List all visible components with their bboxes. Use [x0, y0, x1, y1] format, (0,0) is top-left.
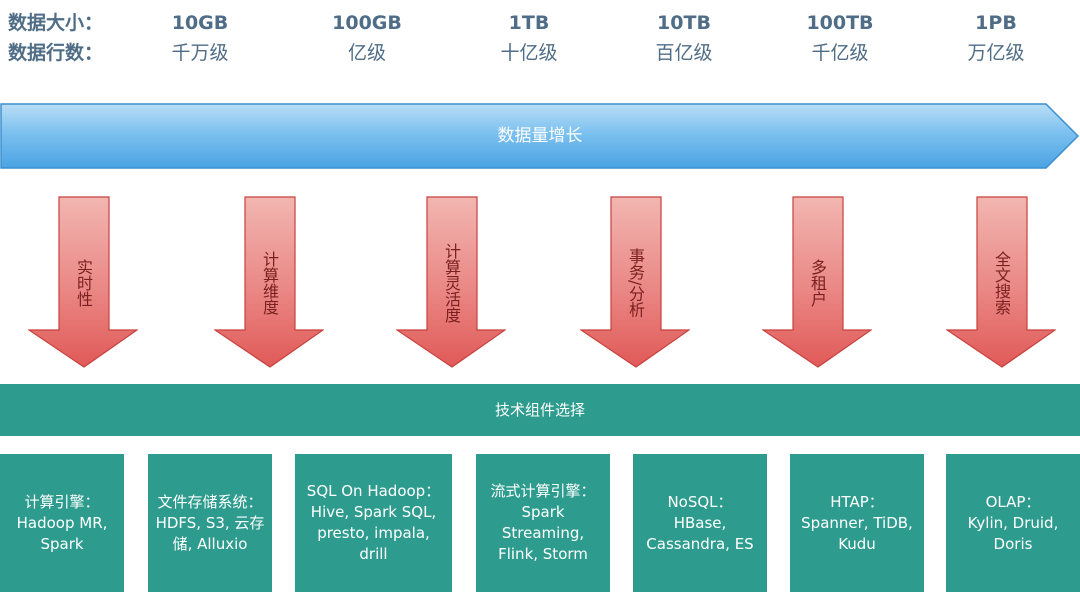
factor-arrow-multi-tenant: 多租户 [762, 196, 872, 368]
tech-items: Hadoop MR, Spark [16, 513, 108, 553]
tech-box-stream-engine: 流式计算引擎： Spark Streaming, Flink, Storm [476, 454, 610, 592]
data-rows-value: 百亿级 [655, 42, 713, 64]
factor-label: 实时性 [74, 259, 93, 307]
scale-column-10tb: 10TB 百亿级 [614, 8, 754, 68]
factor-arrow-compute-dimension: 计算维度 [214, 196, 324, 368]
tech-category: SQL On Hadoop： [306, 482, 441, 500]
factor-label: 事务/分析 [626, 248, 645, 318]
data-size-value: 10TB [657, 12, 711, 34]
data-size-value: 1TB [508, 12, 550, 34]
factor-label: 计算维度 [260, 251, 279, 315]
tech-category: NoSQL： [667, 492, 733, 511]
tech-box-file-storage: 文件存储系统： HDFS, S3, 云存储, Alluxio [148, 454, 272, 592]
data-size-value: 1PB [975, 12, 1017, 34]
data-rows-value: 十亿级 [500, 42, 558, 64]
tech-box-htap: HTAP： Spanner, TiDB, Kudu [790, 454, 924, 592]
tech-box-sql-on-hadoop: SQL On Hadoop： Hive, Spark SQL, presto, … [295, 454, 452, 592]
data-size-value: 10GB [171, 12, 229, 34]
factor-label: 多租户 [808, 259, 827, 307]
factor-arrow-full-text-search: 全文搜索 [946, 196, 1056, 368]
factor-label: 计算灵活度 [442, 243, 461, 323]
data-size-label: 数据大小： [8, 12, 104, 34]
data-growth-arrow [0, 103, 1080, 169]
tech-items: Spanner, TiDB, Kudu [801, 513, 913, 553]
tech-category: 流式计算引擎： [490, 482, 596, 500]
tech-items: Spark Streaming, Flink, Storm [498, 503, 588, 563]
scale-column-1tb: 1TB 十亿级 [459, 8, 599, 68]
data-size-value: 100TB [806, 12, 874, 34]
factor-arrow-realtime: 实时性 [28, 196, 138, 368]
factor-arrow-compute-flexibility: 计算灵活度 [396, 196, 506, 368]
down-arrow-icon [946, 196, 1056, 368]
down-arrow-icon [580, 196, 690, 368]
data-rows-value: 千万级 [171, 42, 229, 64]
tech-box-nosql: NoSQL： HBase, Cassandra, ES [633, 454, 767, 592]
data-rows-value: 万亿级 [967, 42, 1025, 64]
factor-label: 全文搜索 [992, 251, 1011, 315]
down-arrow-icon [762, 196, 872, 368]
tech-selection-bar: 技术组件选择 [0, 384, 1080, 436]
scale-column-100gb: 100GB 亿级 [297, 8, 437, 68]
data-rows-value: 千亿级 [811, 42, 869, 64]
tech-category: HTAP： [830, 492, 884, 511]
scale-column-1pb: 1PB 万亿级 [926, 8, 1066, 68]
scale-column-100tb: 100TB 千亿级 [770, 8, 910, 68]
scale-column-10gb: 10GB 千万级 [130, 8, 270, 68]
data-size-value: 100GB [332, 12, 402, 34]
data-growth-label: 数据量增长 [497, 126, 583, 146]
tech-category: OLAP： [985, 492, 1041, 511]
down-arrow-icon [396, 196, 506, 368]
tech-items: Kylin, Druid, Doris [967, 513, 1059, 553]
data-rows-label: 数据行数： [8, 42, 104, 64]
tech-items: Hive, Spark SQL, presto, impala, drill [310, 503, 437, 563]
tech-items: HDFS, S3, 云存储, Alluxio [155, 513, 265, 553]
down-arrow-icon [28, 196, 138, 368]
tech-items: HBase, Cassandra, ES [646, 513, 754, 553]
tech-category: 文件存储系统： [157, 492, 263, 511]
factor-arrow-transaction-analysis: 事务/分析 [580, 196, 690, 368]
down-arrow-icon [214, 196, 324, 368]
data-rows-value: 亿级 [347, 42, 386, 64]
header-labels: 数据大小： 数据行数： [8, 8, 118, 68]
tech-category: 计算引擎： [24, 492, 100, 511]
tech-box-olap: OLAP： Kylin, Druid, Doris [946, 454, 1080, 592]
tech-box-compute-engine: 计算引擎： Hadoop MR, Spark [0, 454, 124, 592]
